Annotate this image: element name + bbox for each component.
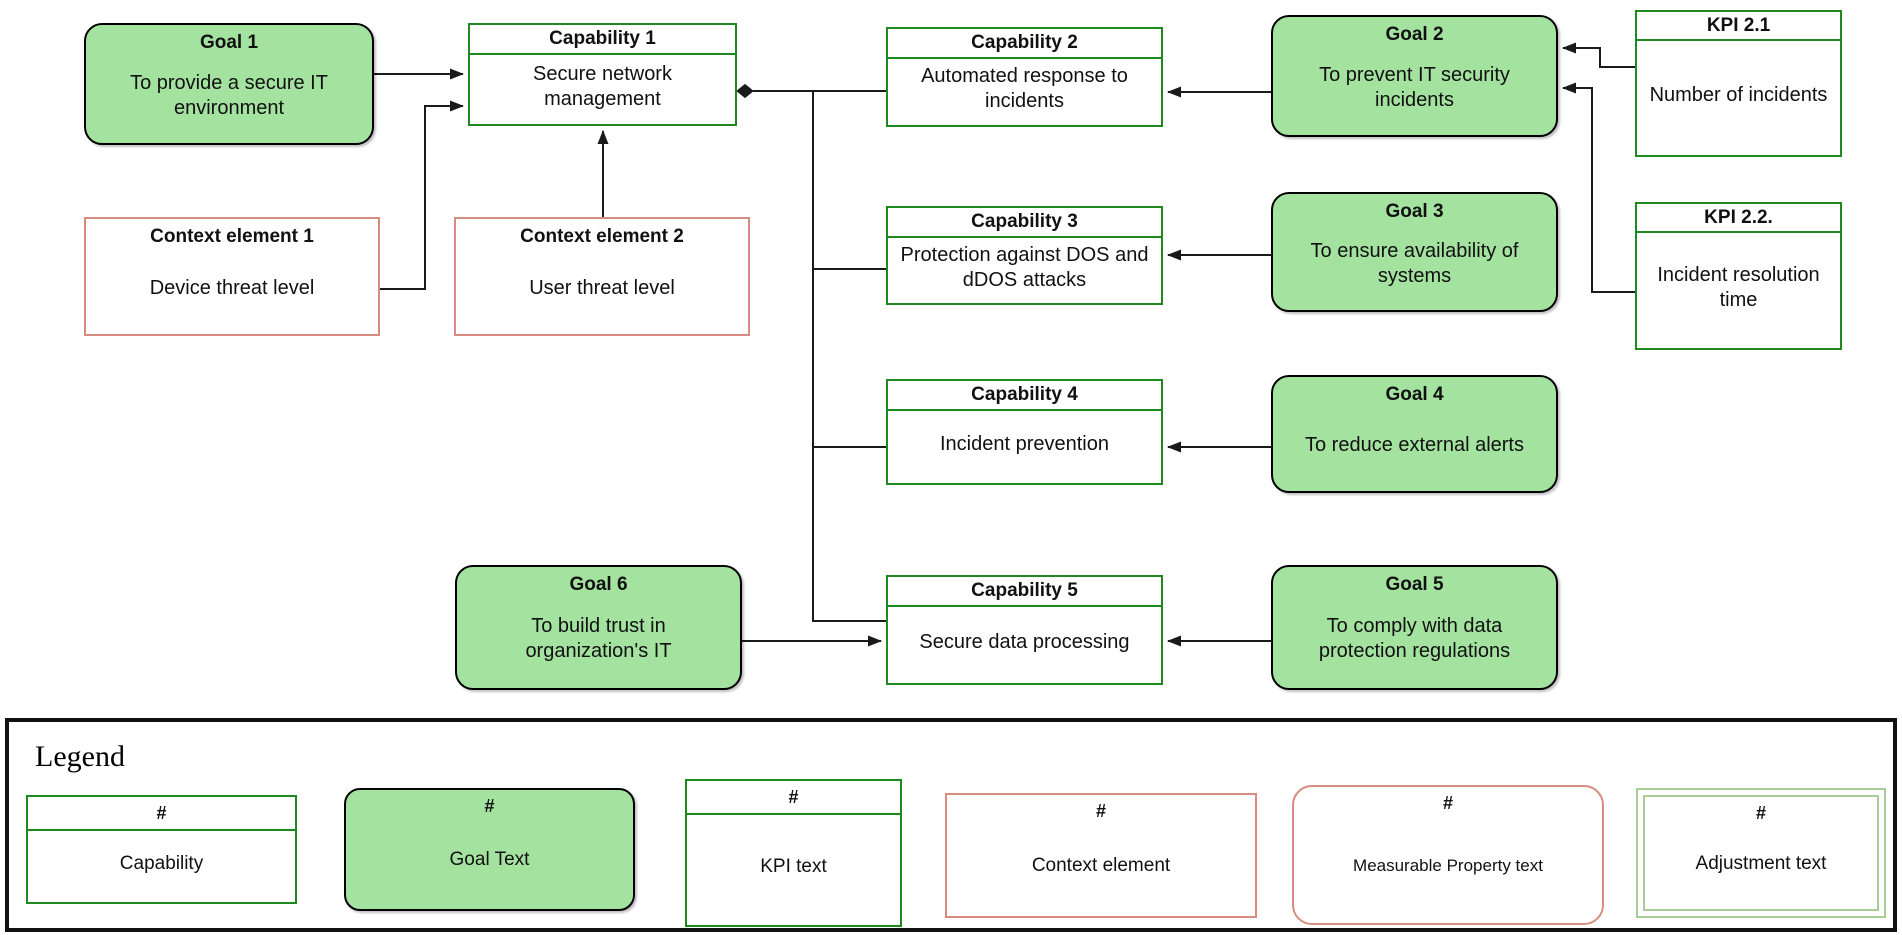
goal-2-title: Goal 2	[1385, 24, 1444, 45]
context-element-1-text: Device threat level	[149, 276, 315, 299]
goal-5-node[interactable]: Goal 5 To comply with data protection re…	[1271, 565, 1558, 690]
context-element-2-text: User threat level	[529, 276, 675, 299]
context-element-2-node[interactable]: Context element 2 User threat level	[454, 217, 750, 336]
goal-1-title: Goal 1	[199, 32, 259, 53]
goal-4-text: To reduce external alerts	[1304, 434, 1524, 457]
capability-4-title: Capability 4	[888, 381, 1161, 411]
capability-4-text: Incident prevention	[939, 432, 1109, 455]
connector-trunk-capability5	[812, 91, 886, 622]
legend-goal-symbol: #	[484, 796, 495, 816]
kpi-2-1-text: Number of incidents	[1649, 83, 1828, 106]
context-element-1-node[interactable]: Context element 1 Device threat level	[84, 217, 380, 336]
capability-1-node[interactable]: Capability 1 Secure network management	[468, 23, 737, 126]
legend-item-goal[interactable]: # Goal Text	[344, 788, 635, 911]
capability-3-text: Protection against DOS and dDOS attacks	[900, 243, 1149, 291]
legend-item-measurable-property[interactable]: # Measurable Property text	[1292, 785, 1604, 925]
legend-panel: Legend # Capability # Goal Text # KPI te…	[5, 718, 1897, 932]
connector-kpi22-goal2	[1562, 82, 1635, 293]
legend-item-context-element[interactable]: # Context element	[945, 793, 1257, 918]
legend-title: Legend	[35, 740, 125, 773]
legend-context-symbol: #	[1095, 801, 1106, 821]
goal-6-title: Goal 6	[569, 574, 628, 595]
legend-capability-label: Capability	[119, 852, 204, 874]
goal-2-node[interactable]: Goal 2 To prevent IT security incidents	[1271, 15, 1558, 137]
goal-3-node[interactable]: Goal 3 To ensure availability of systems	[1271, 192, 1558, 312]
aggregation-diamond	[736, 83, 754, 99]
legend-goal-label: Goal Text	[449, 849, 530, 870]
goal-6-text: To build trust in organization's IT	[525, 615, 672, 663]
goal-5-text: To comply with data protection regulatio…	[1318, 615, 1511, 663]
legend-context-label: Context element	[1031, 855, 1171, 876]
legend-measurable-symbol: #	[1442, 793, 1453, 813]
goal-3-text: To ensure availability of systems	[1310, 239, 1519, 287]
context-element-1-title: Context element 1	[150, 226, 314, 247]
goal-1-node[interactable]: Goal 1 To provide a secure IT environmen…	[84, 23, 374, 145]
kpi-2-2-node[interactable]: KPI 2.2. Incident resolution time	[1635, 202, 1842, 350]
kpi-2-1-node[interactable]: KPI 2.1 Number of incidents	[1635, 10, 1842, 157]
legend-kpi-symbol: #	[687, 781, 900, 815]
goal-4-title: Goal 4	[1385, 384, 1444, 405]
kpi-2-2-title: KPI 2.2.	[1637, 204, 1840, 233]
capability-5-text: Secure data processing	[919, 630, 1130, 653]
kpi-2-2-text: Incident resolution time	[1657, 263, 1820, 311]
kpi-2-1-title: KPI 2.1	[1637, 12, 1840, 41]
capability-1-text: Secure network management	[533, 62, 672, 110]
legend-adjustment-symbol: #	[1755, 803, 1766, 823]
goal-4-node[interactable]: Goal 4 To reduce external alerts	[1271, 375, 1558, 493]
goal-2-text: To prevent IT security incidents	[1319, 63, 1510, 111]
capability-5-title: Capability 5	[888, 577, 1161, 607]
capability-3-node[interactable]: Capability 3 Protection against DOS and …	[886, 206, 1163, 305]
capability-2-text: Automated response to incidents	[921, 65, 1128, 112]
connector-context1-capability1	[380, 100, 464, 290]
context-element-2-title: Context element 2	[520, 226, 684, 247]
capability-3-title: Capability 3	[888, 208, 1161, 238]
legend-kpi-label: KPI text	[760, 856, 827, 877]
goal-6-node[interactable]: Goal 6 To build trust in organization's …	[455, 565, 742, 690]
legend-capability-symbol: #	[28, 797, 295, 831]
legend-adjustment-label: Adjustment text	[1695, 852, 1827, 874]
legend-item-kpi[interactable]: # KPI text	[685, 779, 902, 927]
capability-2-title: Capability 2	[888, 29, 1161, 59]
connector-kpi21-goal2	[1562, 42, 1635, 68]
legend-measurable-label: Measurable Property text	[1353, 855, 1543, 875]
legend-adjustment-inner-border: # Adjustment text	[1643, 795, 1879, 911]
capability-4-node[interactable]: Capability 4 Incident prevention	[886, 379, 1163, 485]
goal-1-text: To provide a secure IT environment	[130, 71, 328, 119]
capability-2-node[interactable]: Capability 2 Automated response to incid…	[886, 27, 1163, 127]
capability-5-node[interactable]: Capability 5 Secure data processing	[886, 575, 1163, 685]
goal-3-title: Goal 3	[1385, 201, 1444, 222]
legend-item-adjustment[interactable]: # Adjustment text	[1636, 788, 1886, 918]
capability-1-title: Capability 1	[470, 25, 735, 55]
legend-item-capability[interactable]: # Capability	[26, 795, 297, 904]
goal-5-title: Goal 5	[1385, 574, 1444, 595]
